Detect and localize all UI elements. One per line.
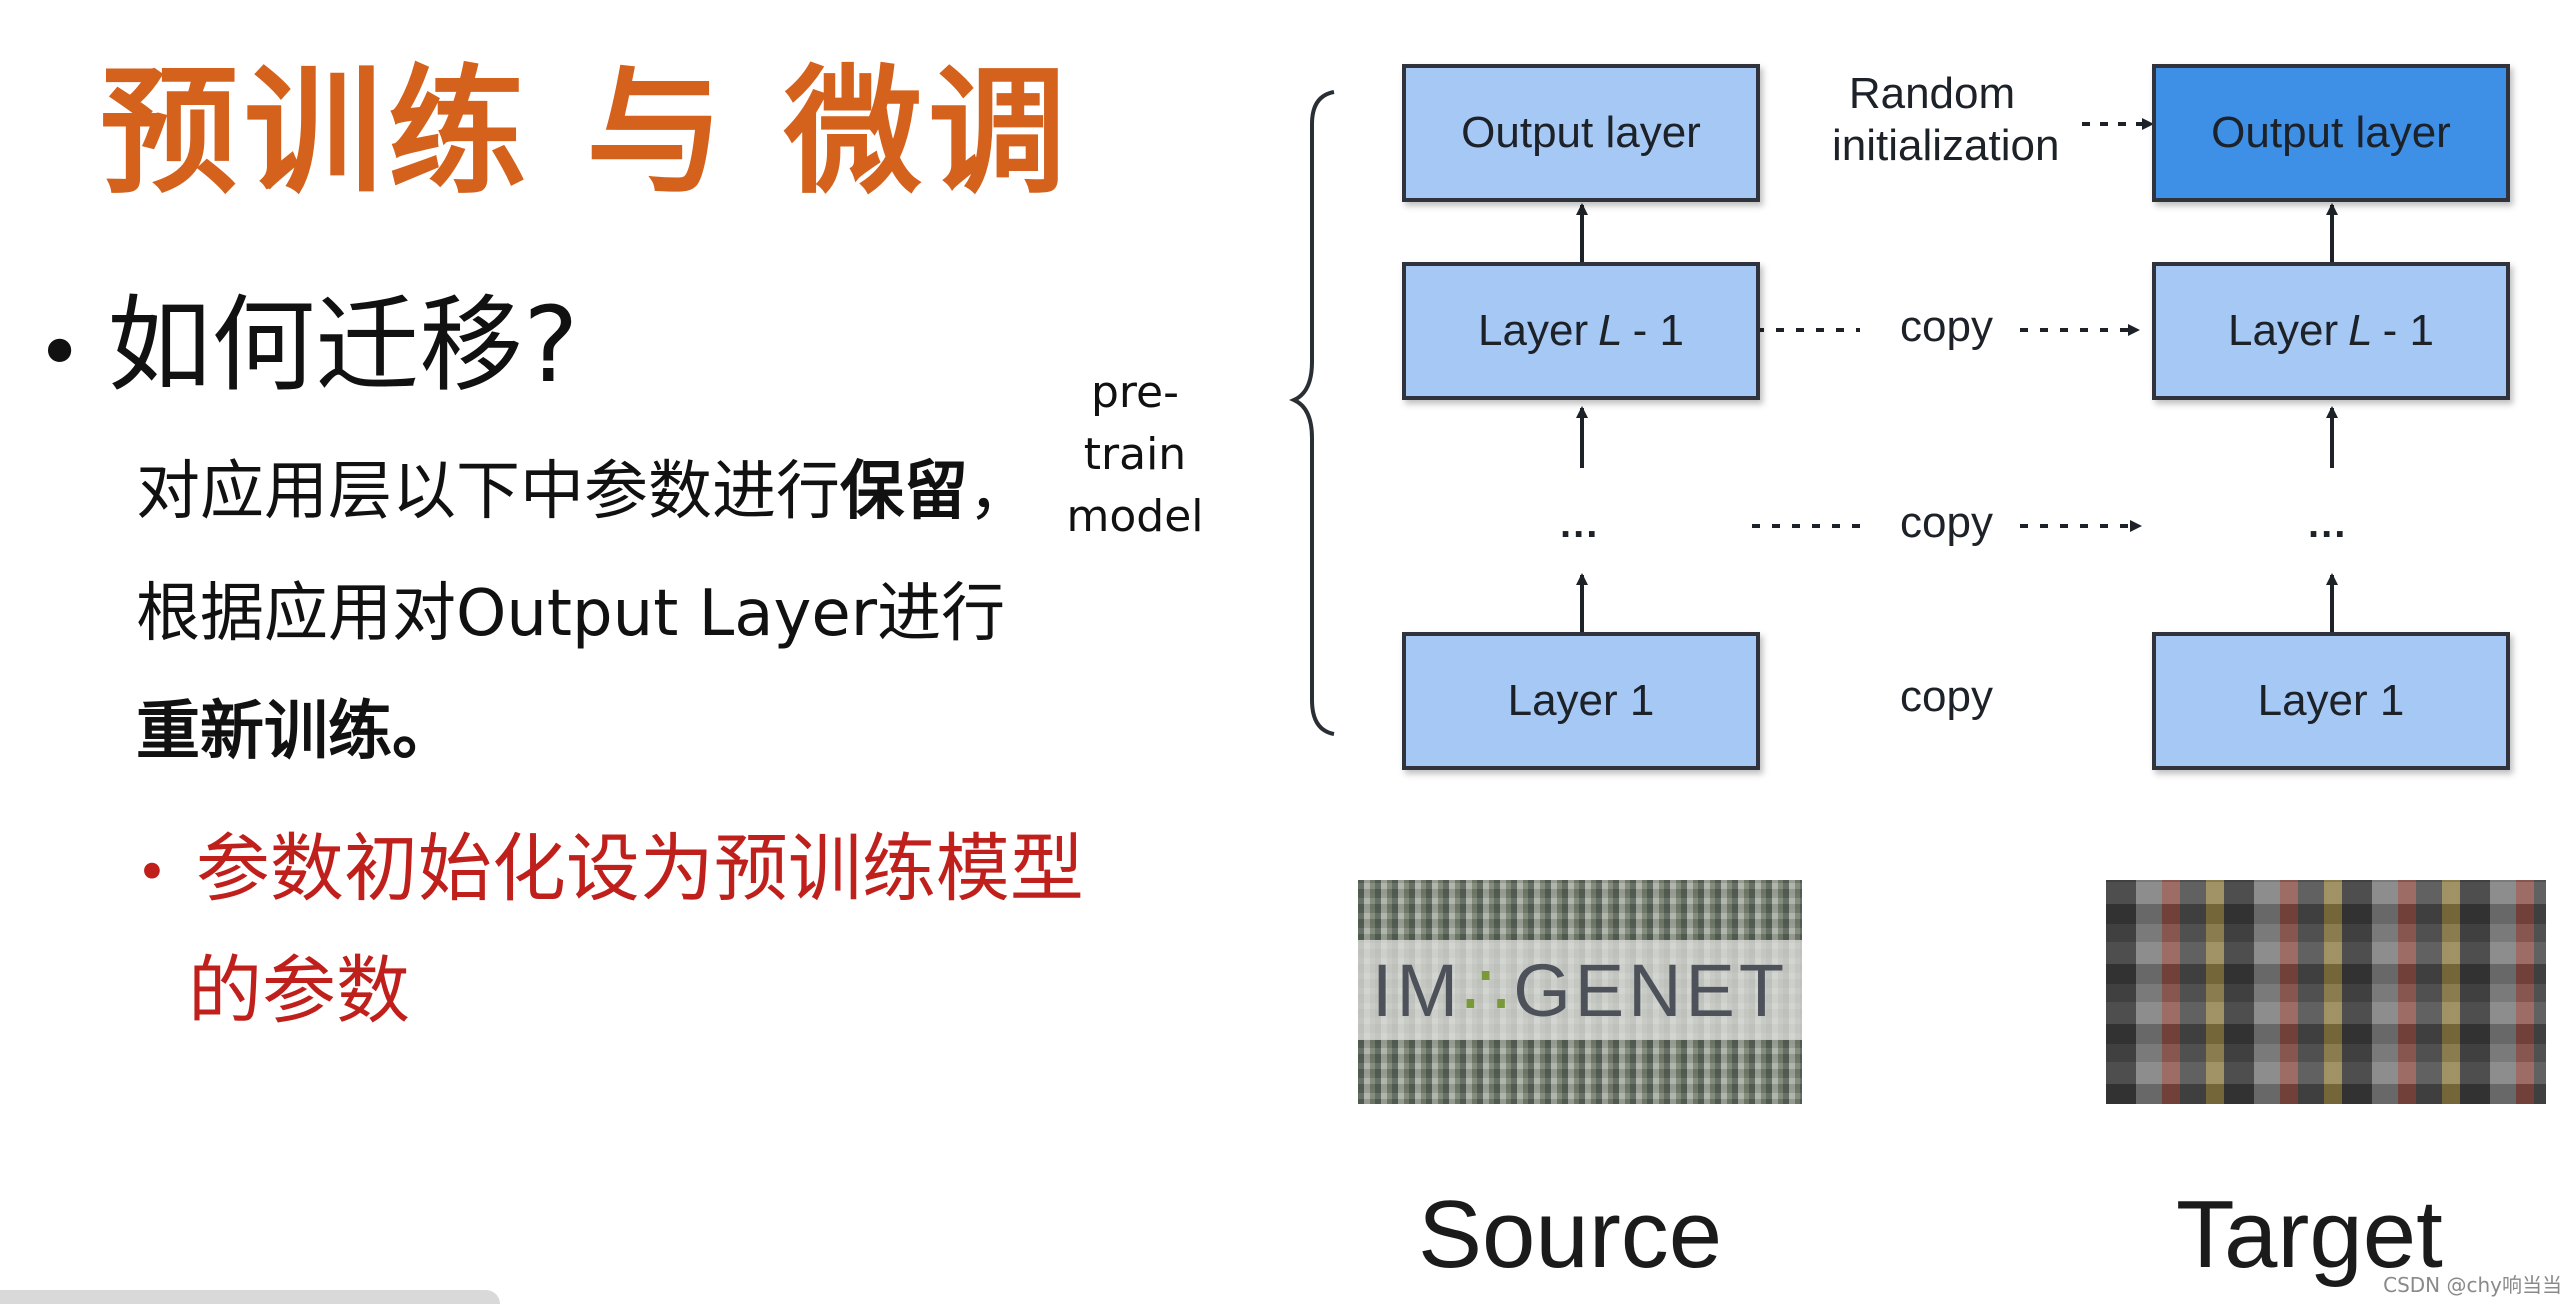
target-layer-l-suffix: - 1 xyxy=(2382,306,2434,355)
pretrain-model-label: pre-train model xyxy=(1045,362,1225,548)
source-layer-l-var: L xyxy=(1598,306,1623,355)
sub-bullet-line-1: 参数初始化设为预训练模型 xyxy=(195,826,1084,912)
pretrain-label-line-2: model xyxy=(1066,491,1204,542)
pretrain-brace-icon xyxy=(1289,90,1335,736)
diagram-connectors xyxy=(1289,90,2338,736)
paragraph-line-2: 根据应用对Output Layer进行 xyxy=(136,577,1006,651)
main-bullet-text: 如何迁移? xyxy=(107,284,579,406)
copy-label-1: copy xyxy=(1900,302,1993,351)
source-output-layer-box: Output layer xyxy=(1402,64,1760,202)
sub-bullet: • 参数初始化设为预训练模型 的参数 xyxy=(136,810,1084,1050)
cars-target-image xyxy=(2106,880,2546,1104)
slide-title: 预训练 与 微调 xyxy=(100,52,1073,213)
source-layer-l-suffix: - 1 xyxy=(1632,306,1684,355)
random-init-line-2: initialization xyxy=(1832,121,2060,170)
paragraph-line-1: 对应用层以下中参数进行保留， xyxy=(136,440,1032,532)
source-caption: Source xyxy=(1418,1181,1723,1288)
target-output-layer-box: Output layer xyxy=(2152,64,2510,202)
paragraph-line-1-normal: 对应用层以下中参数进行 xyxy=(136,455,840,529)
pretrain-label-line-1: pre-train xyxy=(1083,367,1187,480)
bullet-dot-icon: • xyxy=(36,306,84,400)
target-ellipsis: ... xyxy=(2308,502,2348,546)
paragraph-line-1-bold: 保留 xyxy=(840,455,968,529)
bottom-scrollbar[interactable] xyxy=(0,1290,500,1304)
imagenet-logo-band xyxy=(1358,940,1802,1040)
sub-bullet-dot-icon: • xyxy=(136,841,168,905)
copy-label-2: copy xyxy=(1900,498,1993,547)
imagenet-source-image: IM∴GENET xyxy=(1358,880,1802,1104)
target-layer-l-var: L xyxy=(2348,306,2373,355)
copy-label-3: copy xyxy=(1900,672,1993,721)
main-bullet: •如何迁移? xyxy=(36,260,578,411)
imagenet-logo-part-1: IM xyxy=(1371,949,1463,1032)
paragraph-line-3: 重新训练。 xyxy=(136,695,456,769)
imagenet-logo: IM∴GENET xyxy=(1358,948,1802,1034)
target-layer-l-prefix: Layer xyxy=(2228,306,2339,355)
paragraph-line-1-comma: ， xyxy=(968,455,1032,529)
watermark: CSDN @chy响当当 xyxy=(2383,1273,2562,1297)
imagenet-logo-dots-icon: ∴ xyxy=(1462,949,1514,1032)
source-layer-1-box: Layer 1 xyxy=(1402,632,1760,770)
source-layer-l-prefix: Layer xyxy=(1478,306,1589,355)
imagenet-logo-part-2: GENET xyxy=(1513,949,1789,1032)
random-init-label: Random initialization xyxy=(1832,68,2060,172)
sub-bullet-line-2: 的参数 xyxy=(188,948,410,1035)
target-caption: Target xyxy=(2176,1181,2443,1288)
target-layer-1-box: Layer 1 xyxy=(2152,632,2510,770)
source-ellipsis: ... xyxy=(1560,502,1600,546)
random-init-line-1: Random xyxy=(1848,69,2016,118)
